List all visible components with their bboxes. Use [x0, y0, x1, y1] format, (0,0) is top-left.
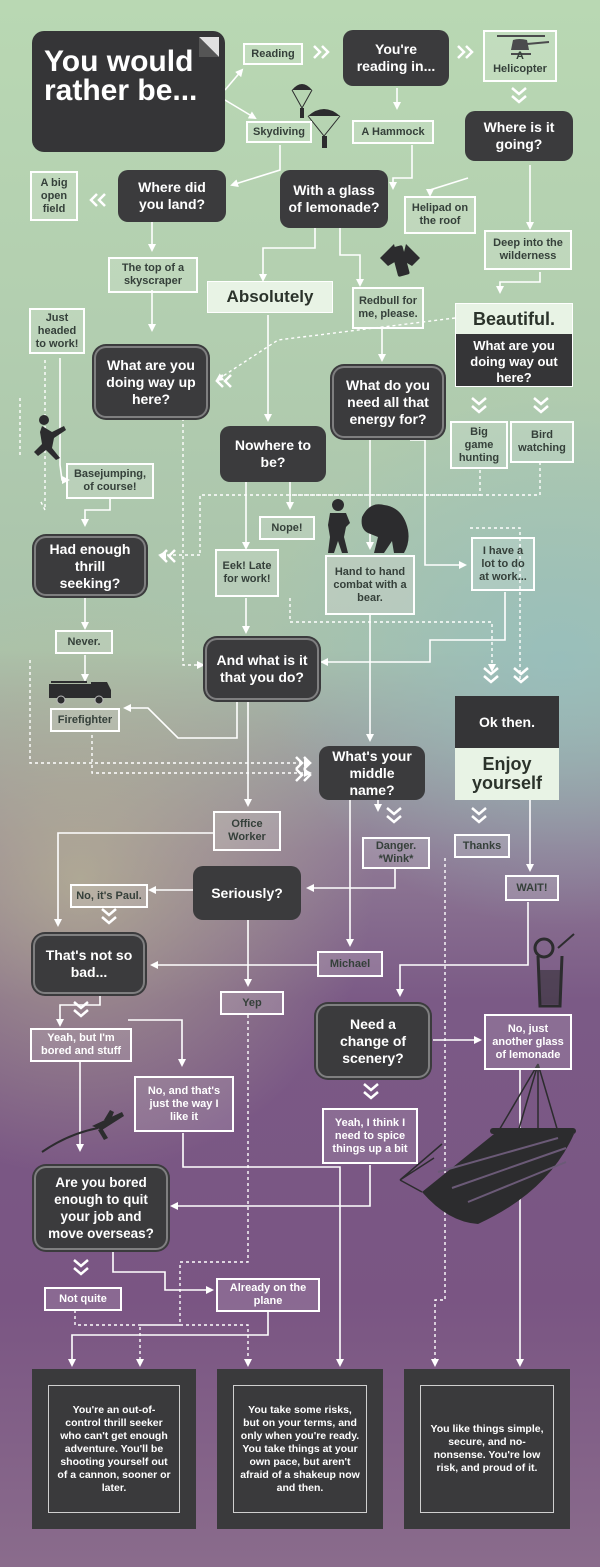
- node-absolutely[interactable]: Absolutely: [207, 281, 333, 313]
- hammock-icon: [399, 1063, 576, 1224]
- node-nowhere[interactable]: Nowhere to be?: [220, 426, 326, 482]
- node-helipad[interactable]: Helipad on the roof: [404, 196, 476, 234]
- boxer-bear-icon: [328, 499, 409, 553]
- chevron-arrows-icon: [295, 756, 312, 770]
- airplane-icon: [41, 1110, 124, 1153]
- chevron-arrows-icon: [295, 768, 312, 782]
- node-just-way[interactable]: No, and that's just the way I like it: [134, 1076, 234, 1132]
- node-ok-then-panel: Ok then. Enjoy yourself: [455, 696, 559, 800]
- node-basejumping[interactable]: Basejumping, of course!: [66, 463, 154, 499]
- node-doing-out-here[interactable]: What are you doing way out here?: [470, 338, 558, 385]
- node-reading[interactable]: Reading: [243, 43, 303, 65]
- node-where-going[interactable]: Where is it going?: [465, 111, 573, 161]
- result-text: You take some risks, but on your terms, …: [233, 1385, 367, 1513]
- node-had-enough[interactable]: Had enough thrill seeking?: [36, 538, 144, 594]
- node-beautiful[interactable]: Beautiful.: [456, 304, 572, 334]
- node-skydiving[interactable]: Skydiving: [246, 121, 312, 143]
- node-seriously[interactable]: Seriously?: [193, 866, 301, 920]
- node-redbull[interactable]: Redbull for me, please.: [352, 287, 424, 329]
- node-firefighter[interactable]: Firefighter: [50, 708, 120, 732]
- node-michael[interactable]: Michael: [317, 951, 383, 977]
- node-another-lemonade[interactable]: No, just another glass of lemonade: [484, 1014, 572, 1070]
- chevron-arrows-icon: [313, 45, 330, 59]
- node-danger[interactable]: Danger. *Wink*: [362, 837, 430, 869]
- node-skyscraper[interactable]: The top of a skyscraper: [108, 257, 198, 293]
- node-nope[interactable]: Nope!: [259, 516, 315, 540]
- node-energy-for[interactable]: What do you need all that energy for?: [334, 368, 442, 436]
- firetruck-icon: [49, 681, 111, 705]
- node-wait[interactable]: WAIT!: [505, 875, 559, 901]
- chevron-arrows-icon: [386, 807, 402, 824]
- chevron-arrows-icon: [73, 1001, 89, 1018]
- chevron-arrows-icon: [513, 667, 529, 684]
- node-headed-work[interactable]: Just headed to work!: [29, 308, 85, 354]
- page-corner-icon: [199, 37, 219, 57]
- node-thanks[interactable]: Thanks: [454, 834, 510, 858]
- node-big-field[interactable]: A big open field: [30, 171, 78, 221]
- chevron-arrows-icon: [457, 45, 474, 59]
- node-no-paul[interactable]: No, it's Paul.: [70, 884, 148, 908]
- node-spice[interactable]: Yeah, I think I need to spice things up …: [322, 1108, 418, 1164]
- node-scenery[interactable]: Need a change of scenery?: [318, 1006, 428, 1076]
- chevron-arrows-icon: [89, 193, 106, 207]
- helicopter-icon: [497, 35, 550, 55]
- result-low-risk: You like things simple, secure, and no-n…: [404, 1369, 570, 1529]
- chevron-arrows-icon: [215, 374, 232, 388]
- node-yep[interactable]: Yep: [220, 991, 284, 1015]
- node-bored-stuff[interactable]: Yeah, but I'm bored and stuff: [30, 1028, 132, 1062]
- parachute-icon: [291, 84, 341, 148]
- node-bear[interactable]: Hand to hand combat with a bear.: [325, 555, 415, 615]
- node-ok-then[interactable]: Ok then.: [478, 714, 535, 730]
- node-middle-name[interactable]: What's your middle name?: [319, 746, 425, 800]
- node-enjoy[interactable]: Enjoy yourself: [455, 748, 559, 800]
- chevron-arrows-icon: [73, 1259, 89, 1276]
- result-moderate-risk: You take some risks, but on your terms, …: [217, 1369, 383, 1529]
- chevron-arrows-icon: [483, 667, 499, 684]
- result-thrill-seeker: You're an out-of-control thrill seeker w…: [32, 1369, 196, 1529]
- chevron-arrows-icon: [101, 908, 117, 925]
- chevron-arrows-icon: [471, 397, 487, 414]
- chevron-arrows-icon: [533, 397, 549, 414]
- redbull-can-icon: [380, 244, 420, 277]
- node-lot-to-do[interactable]: I have a lot to do at work...: [471, 537, 535, 591]
- node-eek[interactable]: Eek! Late for work!: [215, 549, 279, 597]
- node-wilderness[interactable]: Deep into the wilderness: [484, 230, 572, 270]
- node-doing-up-here[interactable]: What are you doing way up here?: [96, 348, 206, 416]
- node-office[interactable]: Office Worker: [213, 811, 281, 851]
- node-big-game[interactable]: Big game hunting: [450, 421, 508, 469]
- node-never[interactable]: Never.: [55, 630, 113, 654]
- node-bird[interactable]: Bird watching: [510, 421, 574, 463]
- page-title: You would rather be...: [32, 31, 225, 152]
- chevron-arrows-icon: [159, 549, 176, 563]
- node-where-land[interactable]: Where did you land?: [118, 170, 226, 222]
- node-quit-job[interactable]: Are you bored enough to quit your job an…: [36, 1168, 166, 1248]
- node-what-do[interactable]: And what is it that you do?: [207, 640, 317, 698]
- node-not-quite[interactable]: Not quite: [44, 1287, 122, 1311]
- node-lemonade[interactable]: With a glass of lemonade?: [280, 170, 388, 228]
- jumper-icon: [34, 415, 66, 460]
- chevron-arrows-icon: [363, 1083, 379, 1100]
- node-not-bad[interactable]: That's not so bad...: [35, 936, 143, 992]
- node-on-plane[interactable]: Already on the plane: [216, 1278, 320, 1312]
- node-reading-in[interactable]: You're reading in...: [343, 30, 449, 86]
- chevron-arrows-icon: [511, 87, 527, 104]
- node-beautiful-panel: Beautiful. What are you doing way out he…: [455, 303, 573, 387]
- lemonade-glass-icon: [533, 933, 575, 1008]
- chevron-arrows-icon: [471, 807, 487, 824]
- node-helicopter[interactable]: A Helicopter: [483, 30, 557, 82]
- node-hammock[interactable]: A Hammock: [352, 120, 434, 144]
- result-text: You like things simple, secure, and no-n…: [420, 1385, 554, 1513]
- result-text: You're an out-of-control thrill seeker w…: [48, 1385, 180, 1513]
